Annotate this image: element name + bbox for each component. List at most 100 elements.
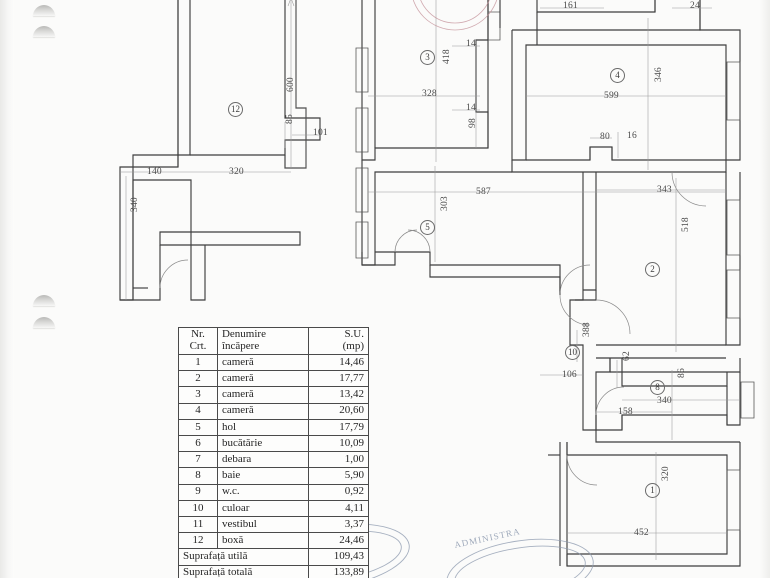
row-su: 10,09 (308, 435, 369, 453)
dimension-label-62-23: 62 (622, 351, 632, 361)
header-su-line1: S.U. (344, 328, 364, 340)
row-nr: 1 (178, 354, 218, 372)
dimension-label-388-21: 388 (582, 322, 592, 337)
row-su: 14,46 (308, 354, 369, 372)
dimension-label-106-22: 106 (562, 370, 577, 380)
dimension-label-340-3: 340 (130, 197, 140, 212)
row-nr: 10 (178, 499, 218, 517)
dimension-label-24-12: 24 (690, 1, 700, 11)
row-name: cameră (216, 354, 310, 372)
punch-hole-2 (33, 26, 55, 37)
row-nr: 12 (178, 532, 218, 550)
dimension-label-328-7: 328 (422, 89, 437, 99)
row-name: hol (216, 418, 310, 437)
row-nr: 2 (178, 370, 218, 388)
row-nr: 9 (178, 483, 218, 501)
row-name: vestibul (216, 515, 310, 534)
dimension-label-98-10: 98 (468, 118, 478, 128)
room-number-12: 12 (228, 102, 243, 117)
dimension-label-340-25: 340 (657, 396, 672, 406)
row-su: 17,77 (308, 370, 369, 388)
stamp-text-1: ADMINISTRA (453, 526, 521, 550)
room-number-2: 2 (645, 262, 660, 277)
row-nr: 4 (178, 402, 218, 420)
punch-hole-1 (33, 5, 55, 16)
header-su-line2: (mp) (342, 339, 364, 352)
row-su: 0,92 (308, 483, 369, 501)
dimension-label-599-13: 599 (604, 91, 619, 101)
header-su: S.U. (mp) (308, 326, 369, 356)
row-nr: 5 (178, 418, 218, 437)
dimension-label-343-19: 343 (657, 185, 672, 195)
punch-hole-4 (33, 317, 55, 328)
dimension-label-14-9: 14 (466, 103, 476, 113)
dimension-label-320-1: 320 (229, 167, 244, 177)
dimension-label-452-28: 452 (634, 528, 649, 538)
row-name: baie (216, 467, 310, 485)
dimension-label-80-15: 80 (600, 132, 610, 142)
dimension-label-140-2: 140 (147, 167, 162, 177)
row-su: 3,37 (308, 515, 369, 534)
row-su: 1,00 (308, 451, 369, 469)
dimension-label-518-20: 518 (681, 217, 691, 232)
row-name: bucătărie (216, 435, 310, 453)
row-name: cameră (216, 370, 310, 388)
dimension-label-418-6: 418 (442, 49, 452, 64)
row-nr: 6 (178, 435, 218, 453)
row-nr: 7 (178, 451, 218, 469)
total-label: Suprafață utilă (177, 548, 310, 566)
room-number-10: 10 (565, 345, 580, 360)
row-su: 17,79 (308, 418, 369, 437)
dimension-label-320-27: 320 (661, 466, 671, 481)
dimension-label-600-0: 600 (286, 77, 296, 92)
room-number-3: 3 (420, 50, 435, 65)
room-number-1: 1 (645, 483, 660, 498)
dimension-label-303-18: 303 (440, 196, 450, 211)
punch-hole-3 (33, 295, 55, 306)
dimension-label-587-17: 587 (476, 187, 491, 197)
dimension-label-14-8: 14 (466, 39, 476, 49)
row-name: w.c. (216, 483, 310, 501)
row-su: 4,11 (308, 499, 369, 517)
header-nr-line1: Nr. (191, 328, 205, 340)
row-su: 20,60 (308, 402, 369, 420)
row-name: cameră (216, 386, 310, 404)
dimension-label-346-14: 346 (654, 67, 664, 82)
row-name: boxă (216, 532, 310, 550)
total-label: Suprafață totală (177, 564, 310, 578)
room-number-8: 8 (650, 380, 665, 395)
paper-right-margin (760, 0, 770, 578)
dimension-label-101-5: 101 (313, 128, 328, 138)
room-number-4: 4 (610, 68, 625, 83)
row-nr: 3 (178, 386, 218, 404)
dimension-label-16-16: 16 (627, 131, 637, 141)
total-value: 133,89 (308, 564, 369, 578)
table-header-row: Nr. Crt. Denumire încăpere S.U. (mp) (178, 326, 369, 356)
row-nr: 8 (178, 467, 218, 485)
header-nr-line2: Crt. (189, 339, 207, 352)
row-su: 13,42 (308, 386, 369, 404)
dimension-label-161-11: 161 (563, 1, 578, 11)
header-nr: Nr. Crt. (178, 326, 218, 356)
total-value: 109,43 (308, 548, 369, 566)
row-nr: 11 (178, 515, 218, 534)
paper-left-margin (0, 0, 14, 578)
row-name: cameră (216, 402, 310, 420)
row-su: 5,90 (308, 467, 369, 485)
room-number-5: 5 (420, 220, 435, 235)
